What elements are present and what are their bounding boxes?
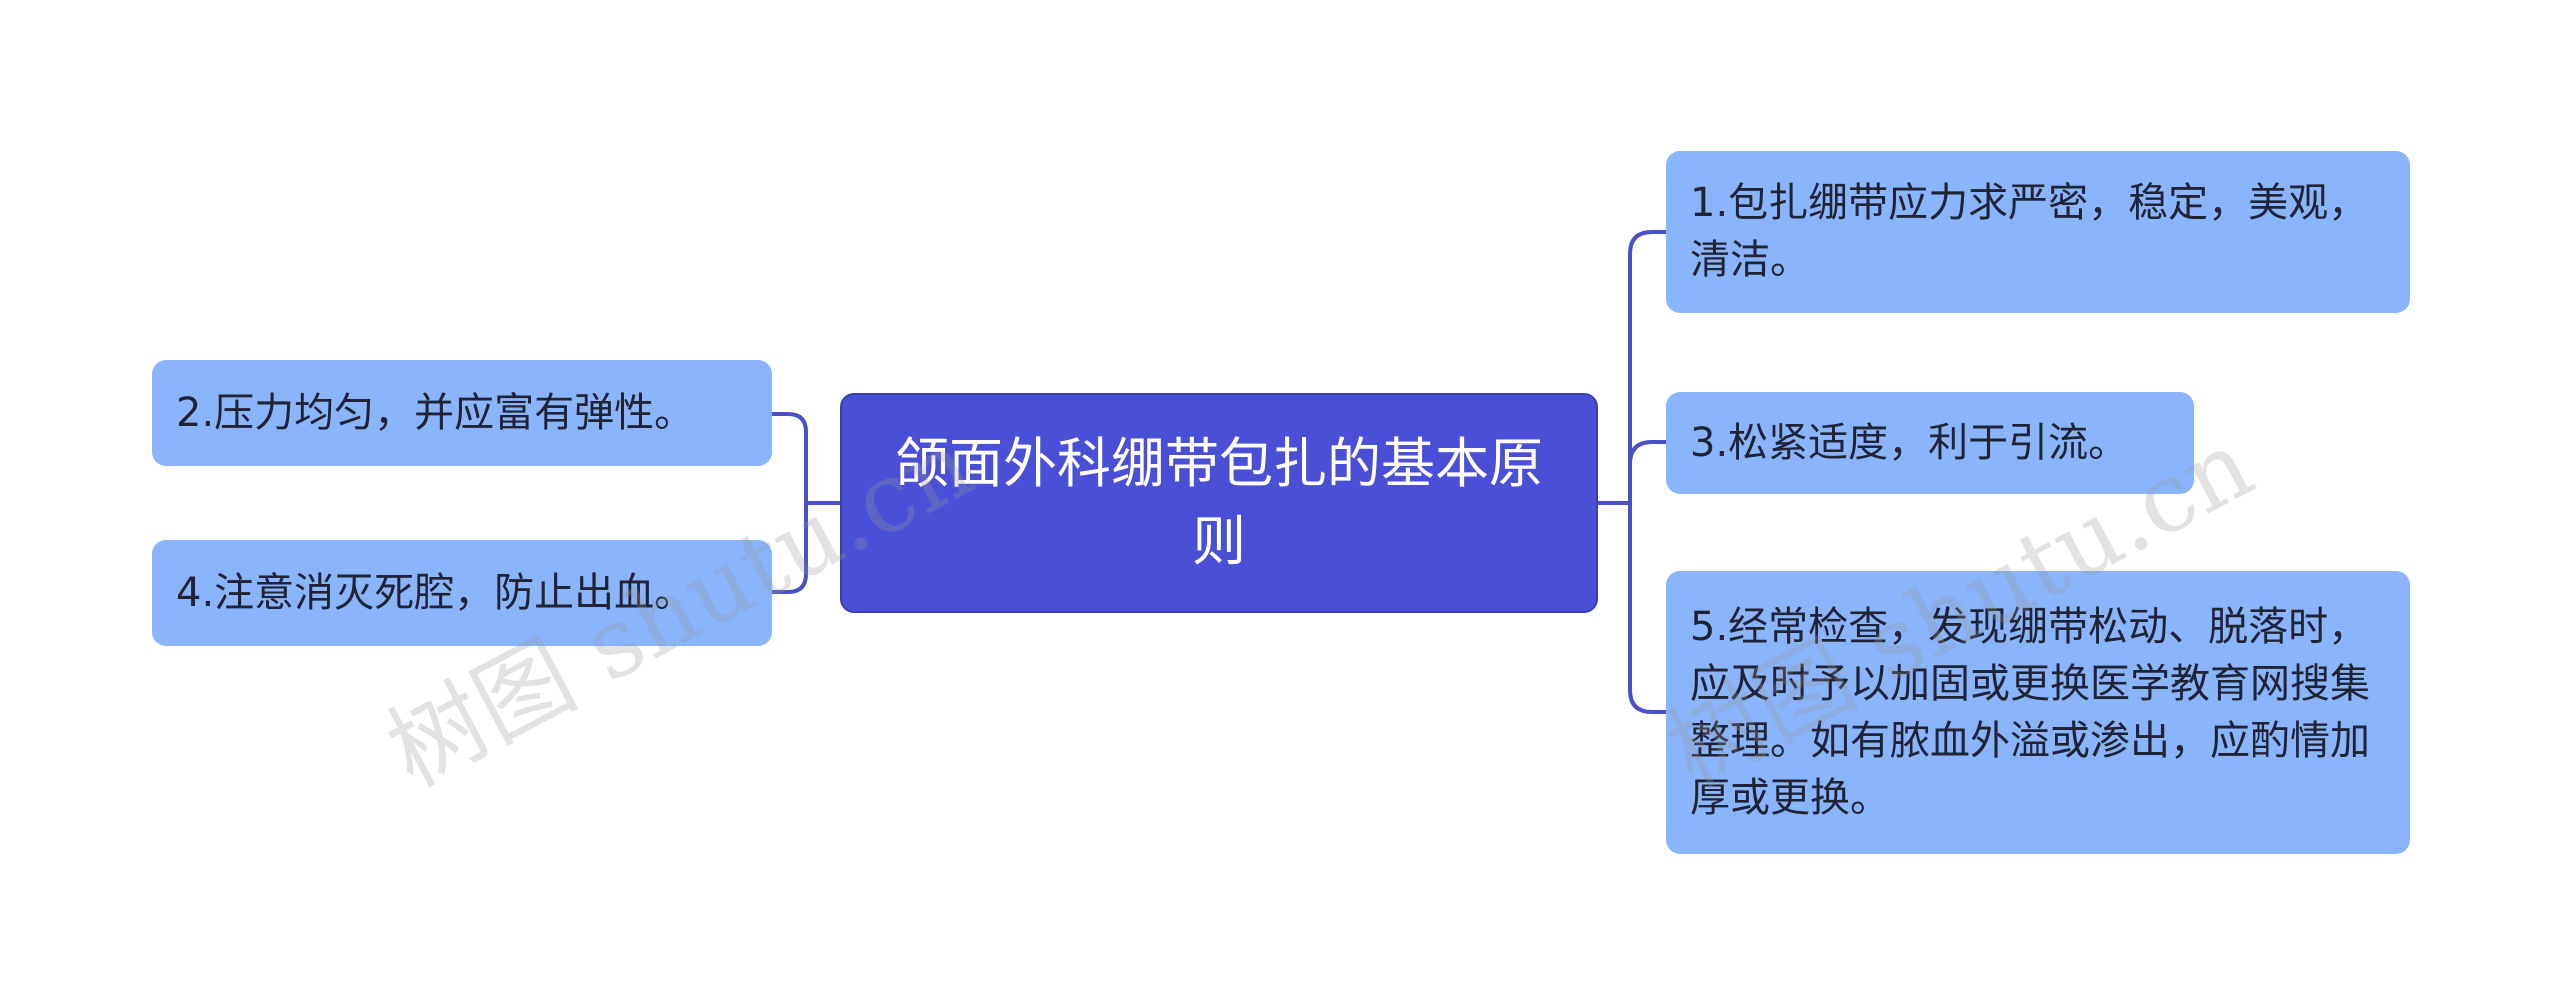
branch-node-left-1[interactable]: 2.压力均匀，并应富有弹性。	[152, 360, 772, 466]
branch-node-right-1[interactable]: 1.包扎绷带应力求严密，稳定，美观，清洁。	[1666, 151, 2410, 313]
branch-node-right-3[interactable]: 5.经常检查，发现绷带松动、脱落时，应及时予以加固或更换医学教育网搜集整理。如有…	[1666, 571, 2410, 854]
branch-node-left-2[interactable]: 4.注意消灭死腔，防止出血。	[152, 540, 772, 646]
branch-label: 4.注意消灭死腔，防止出血。	[176, 569, 695, 616]
central-topic-label: 颌面外科绷带包扎的基本原则	[895, 432, 1543, 573]
connector-left-branch-1	[772, 412, 808, 503]
branch-label: 2.压力均匀，并应富有弹性。	[176, 389, 695, 436]
branch-node-right-2[interactable]: 3.松紧适度，利于引流。	[1666, 392, 2194, 494]
connector-right-branch-3	[1628, 503, 1666, 714]
branch-label: 3.松紧适度，利于引流。	[1690, 419, 2129, 466]
connector-right-branch-1	[1628, 230, 1666, 503]
branch-label: 5.经常检查，发现绷带松动、脱落时，应及时予以加固或更换医学教育网搜集整理。如有…	[1690, 603, 2370, 821]
connector-left-branch-2	[772, 503, 808, 594]
central-topic[interactable]: 颌面外科绷带包扎的基本原则	[840, 393, 1598, 613]
branch-label: 1.包扎绷带应力求严密，稳定，美观，清洁。	[1690, 180, 2369, 283]
connector-right-branch-2	[1628, 440, 1666, 503]
